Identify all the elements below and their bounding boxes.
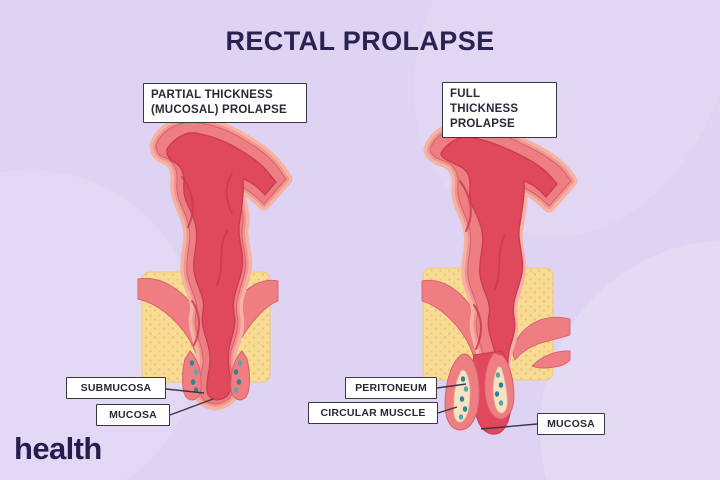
vein-dot	[193, 387, 199, 393]
peritoneum-layer-right	[492, 366, 508, 414]
vein-dot	[233, 387, 239, 393]
vein-dot	[494, 391, 500, 397]
panel-heading-full: FULL THICKNESS PROLAPSE	[442, 82, 557, 138]
pelvic-muscle-right-band	[531, 350, 571, 369]
label-chip-mucosa-left: MUCOSA	[96, 404, 170, 426]
diagram-full-prolapse	[421, 119, 578, 435]
mucosal-folds	[181, 172, 233, 346]
label-chip-peritoneum: PERITONEUM	[345, 377, 437, 399]
vein-dot	[498, 400, 504, 406]
vein-dot	[495, 372, 501, 378]
vein-dot	[190, 379, 196, 385]
vein-dot	[463, 386, 469, 392]
label-chip-submucosa: SUBMUCOSA	[66, 377, 166, 399]
vein-dot	[459, 396, 465, 402]
panel-heading-full-line1: FULL THICKNESS	[450, 88, 519, 116]
panel-heading-partial-line2: (MUCOSAL) PROLAPSE	[151, 104, 287, 117]
label-chip-mucosa-right: MUCOSA	[537, 413, 605, 435]
panel-heading-partial-line1: PARTIAL THICKNESS	[151, 89, 273, 101]
diagram-partial-prolapse	[137, 115, 293, 411]
vein-dot	[237, 360, 243, 366]
vein-dot	[189, 360, 195, 366]
vein-dot	[498, 382, 504, 388]
page-title: RECTAL PROLAPSE	[225, 26, 495, 56]
panel-heading-full-line2: PROLAPSE	[450, 118, 515, 131]
panel-heading-partial: PARTIAL THICKNESS (MUCOSAL) PROLAPSE	[143, 83, 307, 124]
vein-dot	[233, 369, 239, 375]
vein-dot	[462, 406, 468, 412]
vein-dot	[460, 376, 466, 382]
vein-dot	[193, 369, 199, 375]
mucosal-folds	[459, 180, 506, 350]
label-chip-circular-muscle: CIRCULAR MUSCLE	[308, 402, 438, 424]
vein-dot	[458, 414, 464, 420]
brand-logo: health	[14, 431, 102, 466]
vein-dot	[236, 379, 242, 385]
pelvic-muscle-right	[512, 316, 571, 361]
